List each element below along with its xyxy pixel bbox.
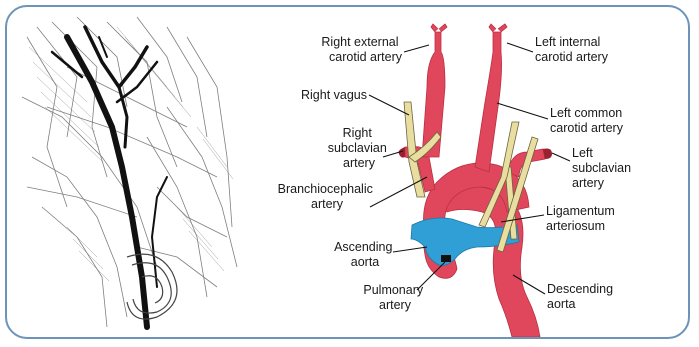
label-ligamentum: Ligamentum arteriosum bbox=[546, 204, 618, 233]
label-left-common-carotid: Left common carotid artery bbox=[550, 106, 626, 135]
label-left-subclavian: Left subclavian artery bbox=[572, 146, 635, 190]
pulmonary-marker bbox=[441, 255, 451, 262]
label-pulmonary-artery: Pulmonary artery bbox=[363, 283, 426, 312]
left-carotid-vessel bbox=[475, 32, 502, 172]
aortic-arch-diagram: Right external carotid artery Left inter… bbox=[7, 7, 690, 339]
label-right-external-carotid: Right external carotid artery bbox=[321, 35, 402, 64]
anatomical-sketch bbox=[22, 17, 237, 327]
figure-frame: Right external carotid artery Left inter… bbox=[5, 5, 690, 339]
label-right-subclavian: Right subclavian artery bbox=[328, 126, 391, 170]
label-ascending-aorta: Ascending aorta bbox=[334, 240, 396, 269]
label-brachiocephalic: Branchiocephalic artery bbox=[278, 182, 377, 211]
label-descending-aorta: Descending aorta bbox=[547, 282, 617, 311]
label-left-internal-carotid: Left internal carotid artery bbox=[535, 35, 609, 64]
label-right-vagus: Right vagus bbox=[301, 88, 367, 102]
